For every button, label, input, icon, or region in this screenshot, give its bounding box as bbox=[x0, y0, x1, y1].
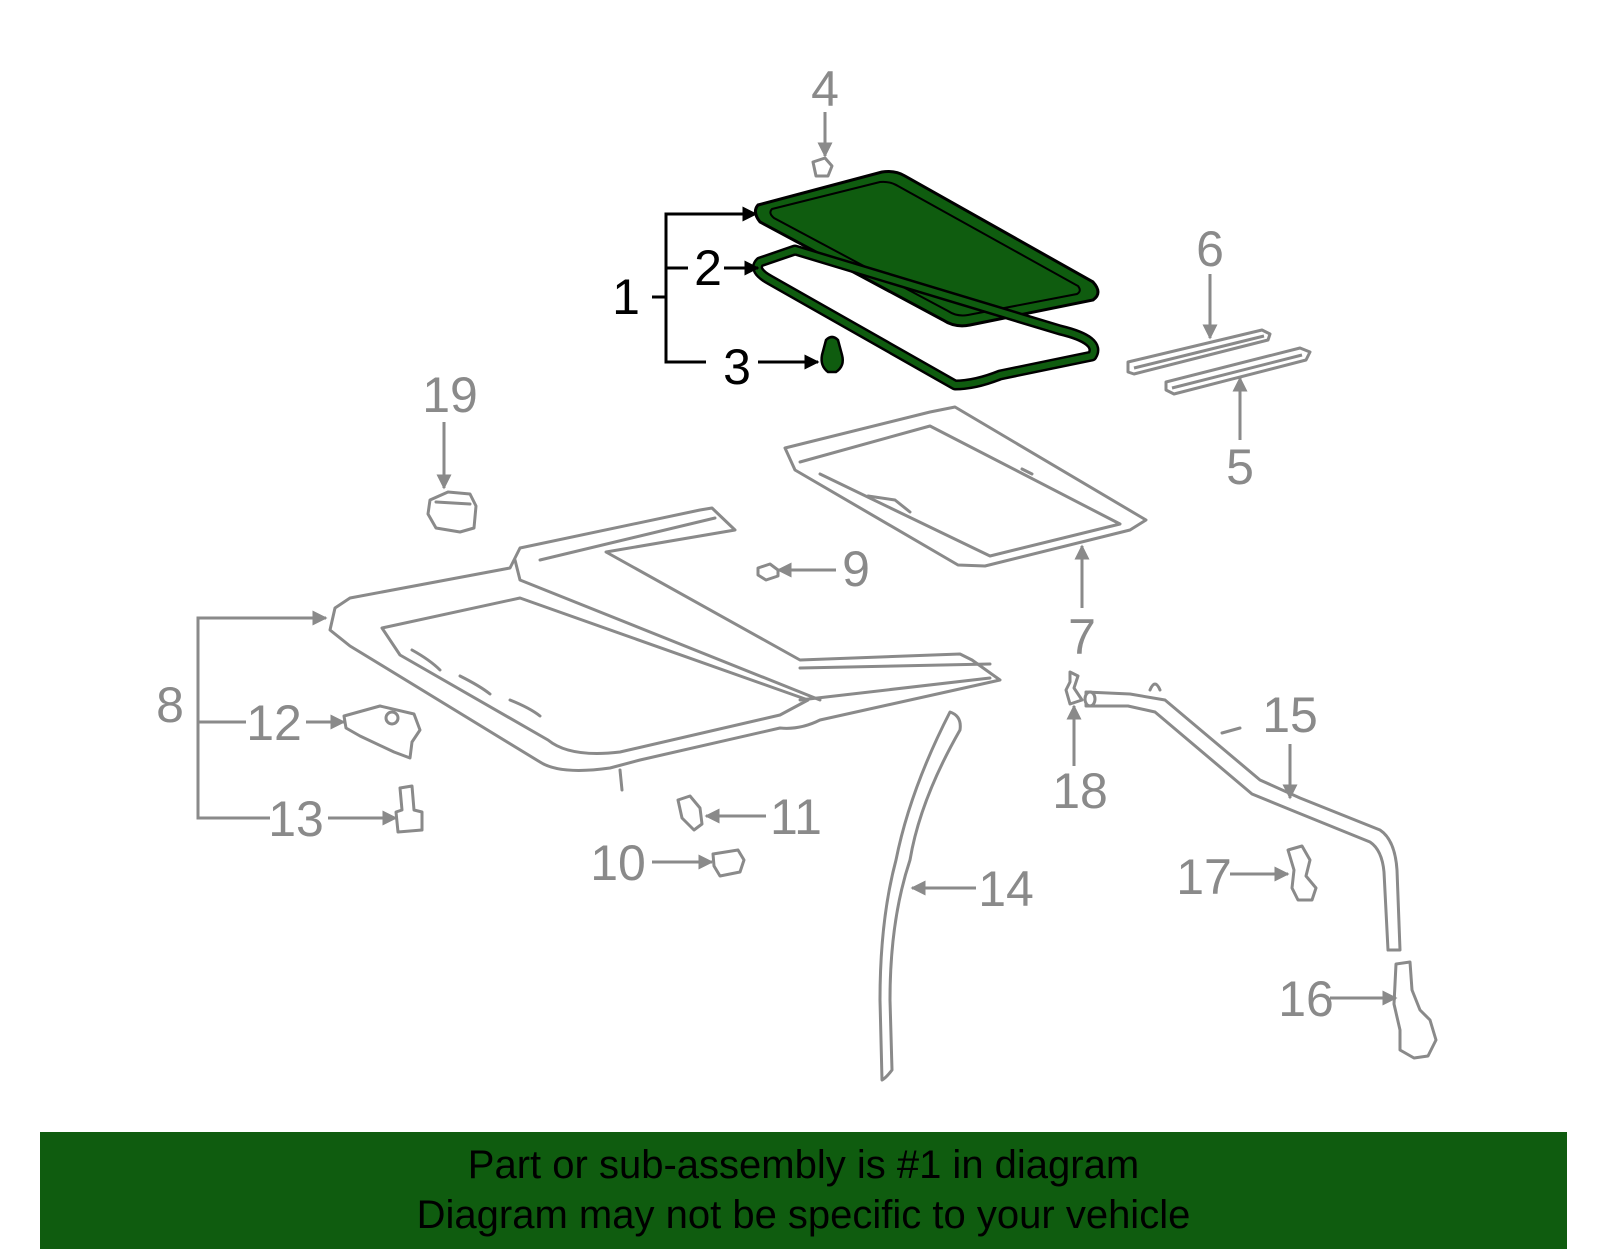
sunshade-part-7 bbox=[783, 405, 1148, 568]
bolt-part-13 bbox=[394, 784, 424, 834]
grommet-part-10 bbox=[711, 848, 746, 878]
drain-hose-part-15 bbox=[1083, 682, 1402, 952]
callout-16: 16 bbox=[1278, 971, 1334, 1027]
info-banner: Part or sub-assembly is #1 in diagram Di… bbox=[40, 1132, 1567, 1249]
bumper-part-9 bbox=[756, 562, 780, 582]
callout-12: 12 bbox=[246, 695, 302, 751]
callout-2: 2 bbox=[694, 240, 722, 296]
glass-weatherstrip-part bbox=[752, 244, 1100, 391]
banner-line-1: Part or sub-assembly is #1 in diagram bbox=[467, 1143, 1140, 1187]
callout-8: 8 bbox=[156, 677, 184, 733]
callout-13: 13 bbox=[268, 791, 324, 847]
callout-5: 5 bbox=[1226, 439, 1254, 495]
seal-strip-part-14 bbox=[878, 710, 962, 1082]
clamp-part-18 bbox=[1064, 670, 1084, 706]
housing-frame-part-8 bbox=[328, 506, 1002, 792]
bracket-part-11 bbox=[676, 794, 704, 832]
callout-15: 15 bbox=[1262, 687, 1318, 743]
callout-11: 11 bbox=[770, 789, 822, 845]
callout-7: 7 bbox=[1068, 609, 1096, 665]
clip-part-17 bbox=[1286, 844, 1318, 902]
callout-9: 9 bbox=[842, 541, 870, 597]
callout-6: 6 bbox=[1196, 221, 1224, 277]
callout-17: 17 bbox=[1176, 849, 1232, 905]
bumper-part-19 bbox=[426, 490, 478, 534]
callout-10: 10 bbox=[590, 835, 646, 891]
banner-line-2: Diagram may not be specific to your vehi… bbox=[416, 1193, 1191, 1237]
deflector-part-6 bbox=[1126, 328, 1272, 376]
callout-3: 3 bbox=[723, 339, 751, 395]
screw-part-4 bbox=[811, 156, 834, 178]
callout-19: 19 bbox=[422, 367, 478, 423]
callout-4: 4 bbox=[811, 61, 839, 117]
motor-part-12 bbox=[342, 704, 422, 760]
clip-part-3 bbox=[820, 335, 844, 374]
callout-18: 18 bbox=[1052, 763, 1108, 819]
deflector-part-5 bbox=[1164, 346, 1312, 396]
hose-end-part-16 bbox=[1392, 960, 1438, 1060]
callout-1: 1 bbox=[612, 269, 640, 325]
callout-14: 14 bbox=[978, 861, 1034, 917]
